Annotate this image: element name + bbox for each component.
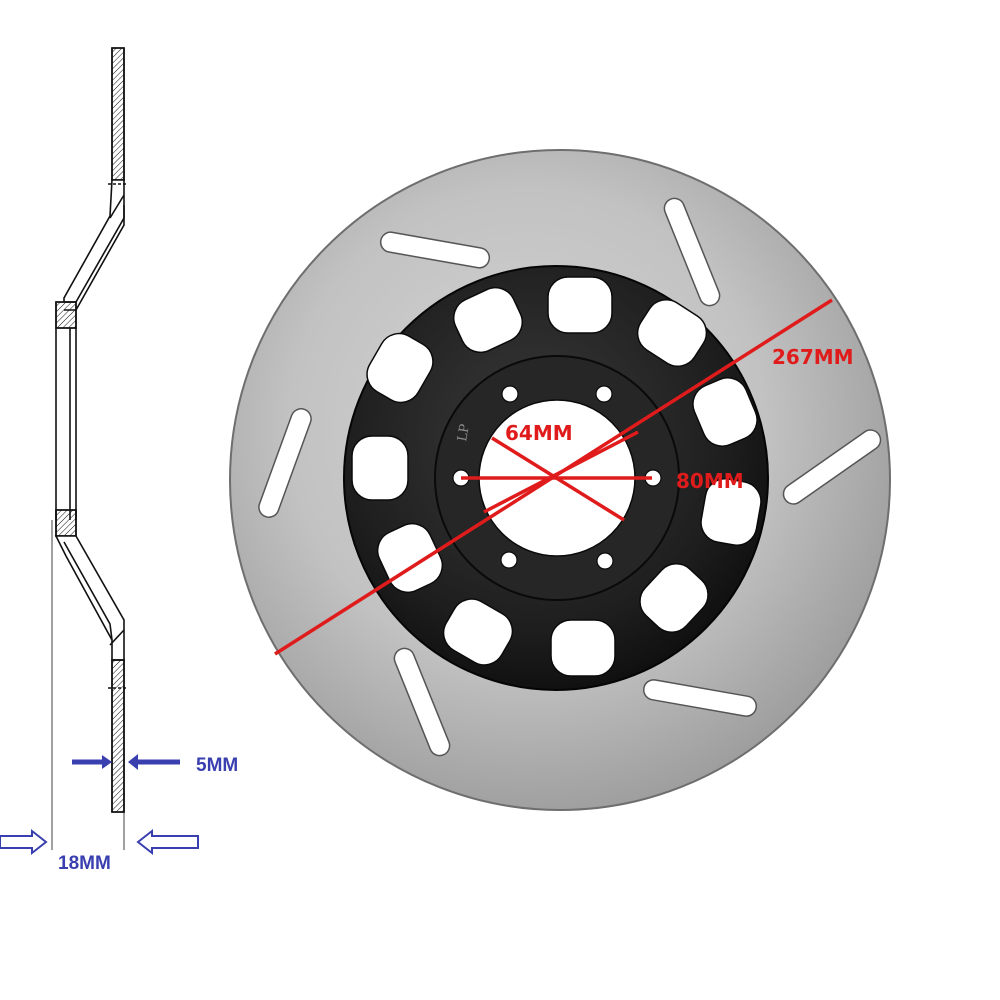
rotor-slots — [258, 197, 882, 757]
bore-line-b — [483, 430, 639, 514]
lp-stamp: LP — [455, 423, 473, 443]
thickness-arrows — [72, 754, 180, 770]
offset-label: 18MM — [58, 853, 111, 874]
red-dimension-lines — [274, 298, 833, 656]
bore-label: 64MM — [505, 421, 573, 445]
side-profile-drawing — [51, 47, 128, 850]
carrier-windows — [351, 276, 762, 677]
diameter-label: 267MM — [772, 345, 854, 369]
thickness-label: 5MM — [196, 755, 238, 776]
offset-arrows — [0, 828, 199, 856]
bolt-circle-label: 80MM — [676, 469, 744, 493]
